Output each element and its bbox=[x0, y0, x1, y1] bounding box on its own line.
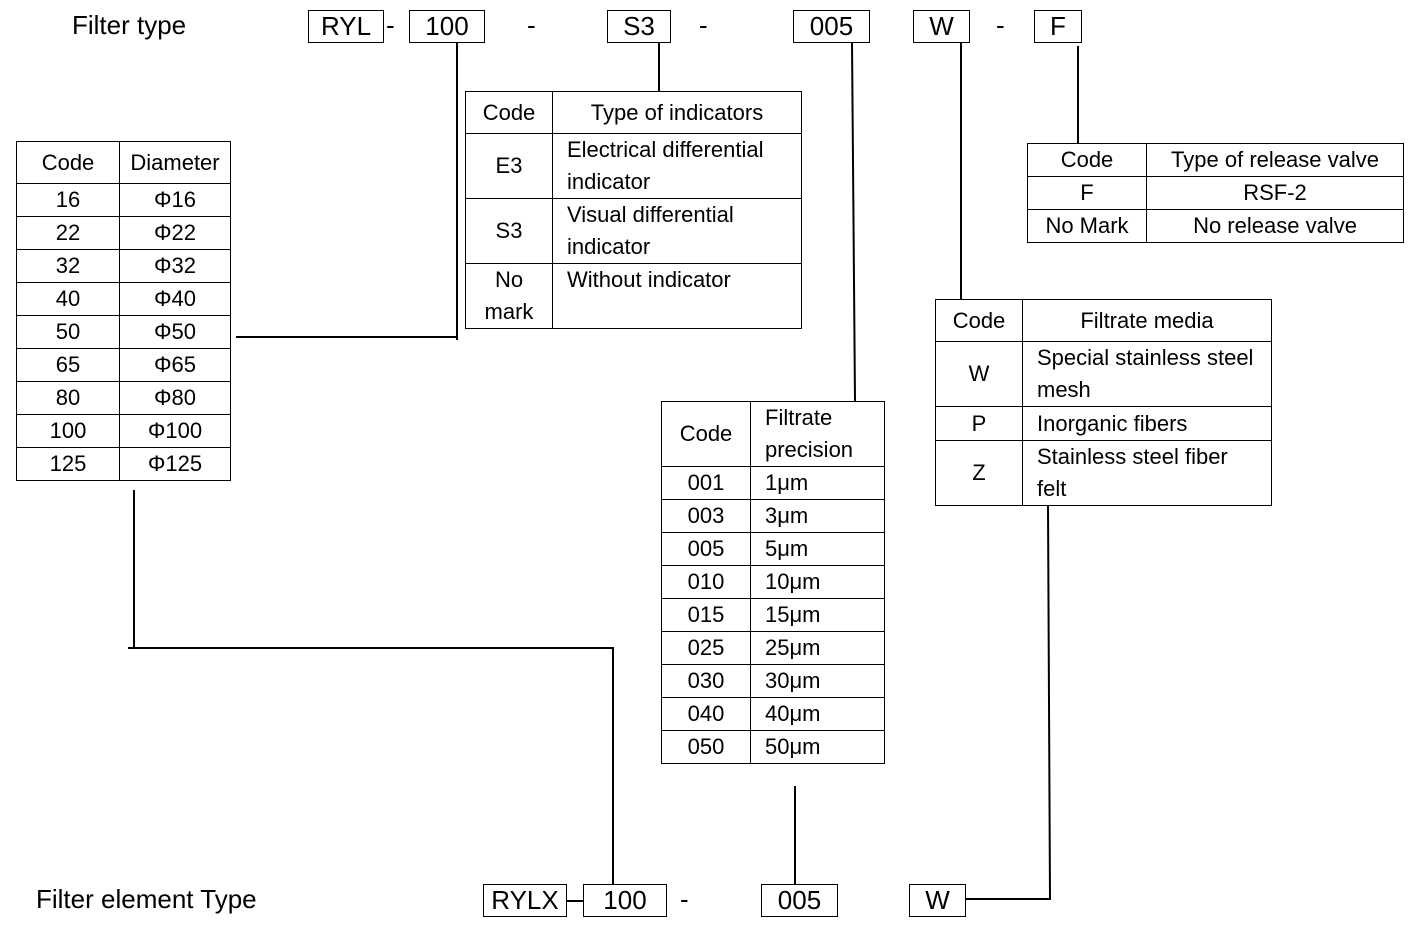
table-cell: Φ32 bbox=[119, 249, 231, 283]
table-cell: RSF-2 bbox=[1146, 176, 1404, 210]
table-cell: 25μm bbox=[750, 631, 885, 665]
separator: - bbox=[386, 10, 395, 40]
code-box-precision: 005 bbox=[793, 10, 870, 43]
table-cell: Stainless steel fiber felt bbox=[1022, 440, 1272, 506]
table-cell: 65 bbox=[16, 348, 120, 382]
separator: - bbox=[699, 10, 708, 40]
table-header: Code bbox=[1027, 143, 1147, 177]
table-cell: No mark bbox=[465, 263, 553, 329]
table-cell: 50 bbox=[16, 315, 120, 349]
table-cell: 50μm bbox=[750, 730, 885, 764]
table-cell: Φ40 bbox=[119, 282, 231, 316]
element-box-series: RYLX bbox=[483, 884, 567, 917]
code-box-indicator: S3 bbox=[607, 10, 671, 43]
table-cell: 015 bbox=[661, 598, 751, 632]
table-header: Type of indicators bbox=[552, 91, 802, 134]
table-cell: Φ100 bbox=[119, 414, 231, 448]
separator: - bbox=[680, 884, 689, 914]
table-cell: No Mark bbox=[1027, 209, 1147, 243]
table-header: Code bbox=[465, 91, 553, 134]
table-cell: W bbox=[935, 341, 1023, 407]
code-box-media: W bbox=[913, 10, 970, 43]
table-cell: 1μm bbox=[750, 466, 885, 500]
table-cell: Z bbox=[935, 440, 1023, 506]
element-box-media: W bbox=[909, 884, 966, 917]
table-cell: 025 bbox=[661, 631, 751, 665]
table-cell: Φ22 bbox=[119, 216, 231, 250]
table-cell: Φ125 bbox=[119, 447, 231, 481]
table-header: Type of release valve bbox=[1146, 143, 1404, 177]
table-header: Code bbox=[935, 299, 1023, 342]
table-cell: 003 bbox=[661, 499, 751, 533]
table-cell: 040 bbox=[661, 697, 751, 731]
table-header: Diameter bbox=[119, 141, 231, 184]
table-cell: 80 bbox=[16, 381, 120, 415]
table-cell: 16 bbox=[16, 183, 120, 217]
table-cell: 3μm bbox=[750, 499, 885, 533]
table-cell: Electrical differential indicator bbox=[552, 133, 802, 199]
filter-type-label: Filter type bbox=[72, 10, 187, 40]
code-box-valve: F bbox=[1034, 10, 1082, 43]
table-cell: 10μm bbox=[750, 565, 885, 599]
table-cell: Visual differential indicator bbox=[552, 198, 802, 264]
table-cell: 010 bbox=[661, 565, 751, 599]
table-cell: 32 bbox=[16, 249, 120, 283]
filter-element-label: Filter element Type bbox=[36, 884, 257, 914]
table-cell: P bbox=[935, 406, 1023, 441]
table-cell: No release valve bbox=[1146, 209, 1404, 243]
separator: - bbox=[527, 10, 536, 40]
table-cell: E3 bbox=[465, 133, 553, 199]
connector-precision bbox=[851, 41, 856, 402]
code-box-series: RYL bbox=[308, 10, 384, 43]
table-header: Code bbox=[661, 401, 751, 467]
element-box-diameter: 100 bbox=[583, 884, 667, 917]
table-cell: 22 bbox=[16, 216, 120, 250]
element-box-precision: 005 bbox=[761, 884, 838, 917]
table-cell: Without indicator bbox=[552, 263, 802, 329]
table-cell: 125 bbox=[16, 447, 120, 481]
table-cell: 005 bbox=[661, 532, 751, 566]
connector-element-diameter bbox=[133, 490, 614, 884]
table-cell: 15μm bbox=[750, 598, 885, 632]
code-box-diameter: 100 bbox=[409, 10, 485, 43]
table-cell: Φ65 bbox=[119, 348, 231, 382]
table-cell: 030 bbox=[661, 664, 751, 698]
table-header: Filtrate precision bbox=[750, 401, 885, 467]
table-cell: Inorganic fibers bbox=[1022, 406, 1272, 441]
table-header: Filtrate media bbox=[1022, 299, 1272, 342]
table-cell: 40μm bbox=[750, 697, 885, 731]
table-cell: Special stainless steel mesh bbox=[1022, 341, 1272, 407]
table-cell: Φ16 bbox=[119, 183, 231, 217]
table-cell: Φ50 bbox=[119, 315, 231, 349]
table-header: Code bbox=[16, 141, 120, 184]
connector-element-media bbox=[966, 504, 1052, 900]
table-cell: Φ80 bbox=[119, 381, 231, 415]
table-cell: 001 bbox=[661, 466, 751, 500]
separator: - bbox=[996, 10, 1005, 40]
table-cell: 5μm bbox=[750, 532, 885, 566]
table-cell: 40 bbox=[16, 282, 120, 316]
table-cell: S3 bbox=[465, 198, 553, 264]
table-cell: F bbox=[1027, 176, 1147, 210]
table-cell: 30μm bbox=[750, 664, 885, 698]
table-cell: 100 bbox=[16, 414, 120, 448]
table-cell: 050 bbox=[661, 730, 751, 764]
